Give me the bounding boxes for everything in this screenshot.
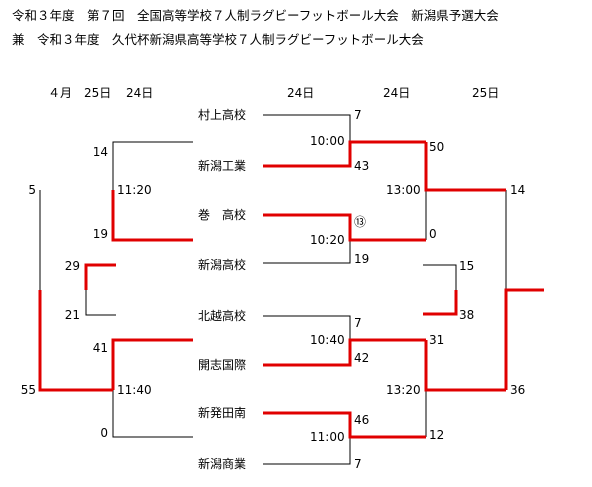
date-month-day: ４月 25日 — [48, 86, 112, 100]
winner-line — [263, 338, 426, 367]
bracket-line — [423, 264, 457, 290]
date-24-semifinal: 24日 — [383, 86, 411, 100]
winner-line — [111, 338, 193, 390]
bracket-line — [263, 437, 351, 465]
score: 15 — [459, 259, 475, 273]
team-name: 新潟商業 — [198, 457, 247, 471]
score: 19 — [354, 252, 370, 266]
score: 5 — [28, 183, 36, 197]
tournament-subtitle: 兼 令和３年度 久代杯新潟県高等学校７人制ラグビーフットボール大会 — [12, 32, 424, 47]
score: 43 — [354, 159, 370, 173]
score: 31 — [429, 333, 445, 347]
bracket-line — [112, 141, 193, 190]
match-time: 13:00 — [386, 183, 421, 197]
score: 50 — [429, 140, 445, 154]
score: ⑬ — [354, 215, 367, 229]
winner-line — [424, 340, 506, 392]
score: 21 — [64, 308, 80, 322]
match-time: 11:40 — [117, 383, 152, 397]
match-time: 10:20 — [310, 233, 345, 247]
winner-line — [424, 142, 506, 192]
bracket-line — [112, 390, 193, 438]
score: 38 — [459, 308, 475, 322]
score: 46 — [354, 413, 370, 427]
winner-line — [263, 411, 426, 439]
match-time: 11:00 — [310, 430, 345, 444]
match-time: 13:20 — [386, 383, 421, 397]
match-time: 11:20 — [117, 183, 152, 197]
bracket-line — [263, 315, 351, 340]
score: 0 — [429, 227, 437, 241]
team-name: 新潟高校 — [198, 258, 247, 272]
winner-line — [423, 290, 458, 316]
team-name: 新発田南 — [198, 406, 247, 420]
winner-line — [263, 213, 426, 242]
date-25-final: 25日 — [472, 86, 500, 100]
bracket-line — [85, 290, 116, 316]
team-name: 北越高校 — [198, 309, 247, 323]
winner-line — [84, 263, 116, 290]
score: 19 — [92, 227, 108, 241]
score: 7 — [354, 316, 362, 330]
match-time: 10:00 — [310, 134, 345, 148]
bracket-line — [263, 114, 351, 142]
score: 42 — [354, 351, 370, 365]
tournament-title: 令和３年度 第７回 全国高等学校７人制ラグビーフットボール大会 新潟県予選大会 — [12, 8, 499, 23]
winner-line — [38, 290, 113, 392]
match-time: 10:40 — [310, 333, 345, 347]
score: 7 — [354, 457, 362, 471]
score: 29 — [64, 259, 80, 273]
winner-line — [263, 140, 426, 168]
date-24-round1: 24日 — [287, 86, 315, 100]
winner-line — [111, 190, 193, 242]
score: 41 — [92, 341, 108, 355]
score: 14 — [510, 183, 526, 197]
date-24-left: 24日 — [126, 86, 154, 100]
team-name: 村上高校 — [198, 108, 247, 122]
score: 7 — [354, 108, 362, 122]
winner-line — [504, 288, 544, 390]
team-name: 開志国際 — [198, 358, 247, 372]
score: 0 — [100, 426, 108, 440]
score: 55 — [20, 383, 36, 397]
score: 36 — [510, 383, 526, 397]
score: 14 — [92, 145, 108, 159]
team-name: 巻 高校 — [198, 208, 247, 222]
bracket-line — [263, 240, 351, 264]
score: 12 — [429, 428, 445, 442]
team-name: 新潟工業 — [198, 159, 247, 173]
